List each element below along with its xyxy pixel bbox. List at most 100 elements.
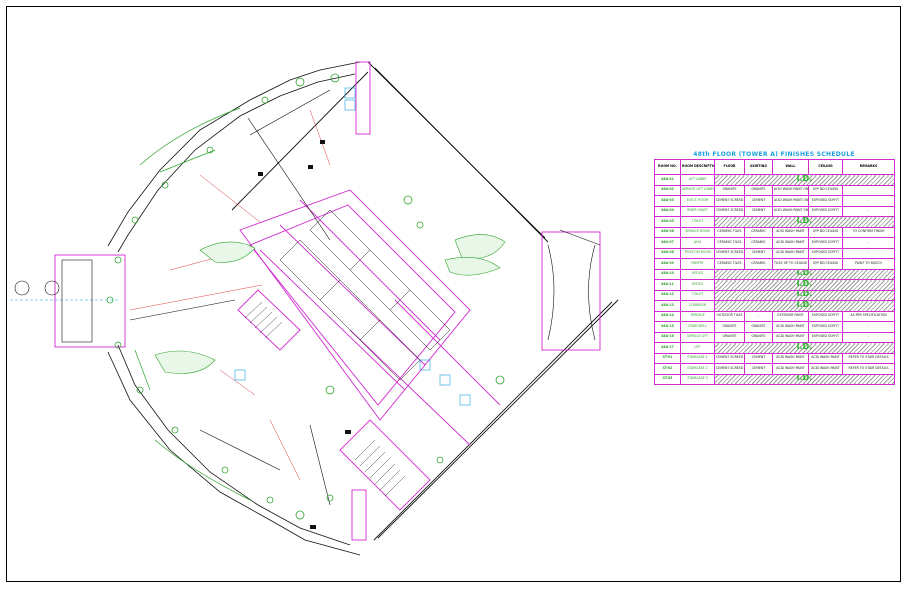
skirting-finish: -	[744, 310, 773, 322]
blob-right	[454, 234, 506, 259]
remarks: REFER TO STAIR DETAILS	[842, 352, 895, 364]
mark	[320, 140, 325, 144]
lift-car	[344, 87, 356, 99]
ceiling-finish: GYP BD CEILING	[808, 184, 843, 196]
ceiling-finish: ACID WASH PAINT	[808, 352, 843, 364]
core-band-1	[299, 199, 441, 341]
plant-icon	[131, 216, 139, 224]
core-diagonal-2	[249, 204, 456, 406]
grid-line	[309, 109, 331, 166]
remarks: -	[842, 237, 895, 249]
skirting-finish: CERAMIC	[744, 237, 773, 249]
magenta-walls	[54, 61, 601, 541]
entry-line	[559, 229, 601, 246]
balcony-box	[54, 254, 126, 348]
floor-finish: CEMENT SCREED	[714, 247, 745, 259]
core-band-3	[259, 249, 406, 391]
marks	[258, 140, 351, 529]
remarks: -	[842, 321, 895, 333]
room-code: 48A-16	[654, 331, 681, 343]
room-code: 48A-14	[654, 310, 681, 322]
wall-block-bottom	[351, 489, 367, 541]
lift-car	[419, 359, 431, 371]
balcony-rail	[61, 259, 93, 343]
room-code: 48A-13	[654, 300, 681, 312]
remarks: -	[842, 247, 895, 259]
wall-finish: TILES UP TO CEILING	[772, 258, 809, 270]
room-name: STAIRCASE 3	[680, 373, 715, 385]
ceiling-finish: GYP BD CEILING	[808, 226, 843, 238]
skirting-finish: CEMENT	[744, 247, 773, 259]
blob-lower-left	[154, 350, 216, 374]
grid-lines	[129, 109, 331, 481]
mark	[345, 430, 351, 434]
remarks: -	[842, 184, 895, 196]
room-name: CORRIDOR	[680, 300, 715, 312]
interior-design-cell: I.D.	[714, 268, 895, 280]
col-header: FLOOR	[714, 159, 745, 175]
plant-icon	[206, 146, 214, 154]
room-code: 48A-02	[654, 184, 681, 196]
callout-line	[247, 117, 331, 241]
remarks: PAINT TO MATCH	[842, 258, 895, 270]
room-code: 48A-08	[654, 247, 681, 259]
room-name: OFFICE	[680, 279, 715, 291]
mark	[258, 172, 263, 176]
inner-curve-top	[117, 73, 356, 253]
remarks: REFER TO STAIR DETAILS	[842, 363, 895, 375]
floor-finish: OUTDOOR TILES	[714, 310, 745, 322]
balcony-details	[10, 259, 120, 343]
id-mark: I.D.	[796, 300, 813, 309]
remarks: -	[842, 331, 895, 343]
core-rooms	[279, 209, 451, 381]
outer-curve-top	[107, 61, 361, 247]
floor-finish: CEMENT SCREED	[714, 352, 745, 364]
stair-wall-lower	[339, 419, 431, 511]
plant-icon	[221, 466, 229, 474]
wall-finish: ACID WASH PAINT	[772, 247, 809, 259]
tower-inner-se	[373, 301, 613, 541]
plant-icon	[171, 426, 179, 434]
stair-treads	[244, 301, 406, 497]
wall-block-top	[355, 61, 371, 135]
entry-curve	[588, 244, 596, 341]
callout-lines	[129, 89, 331, 506]
core-band-4	[394, 299, 501, 406]
room-name: OFFICE	[680, 268, 715, 280]
plant-icon	[161, 181, 169, 189]
room-code: 48A-05	[654, 216, 681, 228]
room-code: 48A-10	[654, 268, 681, 280]
stair-tread	[244, 301, 283, 339]
mark	[308, 165, 313, 169]
planter-edge	[134, 349, 151, 391]
room-code: ST-03	[654, 373, 681, 385]
room-name: TOILET	[680, 216, 715, 228]
interior-design-cell: I.D.	[714, 289, 895, 301]
interior-design-cell: I.D.	[714, 279, 895, 291]
schedule-header-row: ROOM NO. ROOM DESCRIPTION FLOOR SKIRTING…	[654, 159, 895, 175]
col-header: ROOM NO.	[654, 159, 681, 175]
plant-icon	[436, 456, 444, 464]
blob-right-2	[444, 257, 501, 276]
plants	[106, 73, 505, 520]
ceiling-finish: EXPOSED SOFFIT	[808, 321, 843, 333]
interior-design-cell: I.D.	[714, 216, 895, 228]
room-name: TELECOM ROOM	[680, 247, 715, 259]
plant-icon	[495, 375, 505, 385]
plant-icon	[266, 496, 274, 504]
room-name: PANTRY	[680, 258, 715, 270]
schedule-title: 48th FLOOR (TOWER A) FINISHES SCHEDULE	[693, 151, 855, 158]
room-code: 48A-01	[654, 174, 681, 186]
room-code: 48A-06	[654, 226, 681, 238]
